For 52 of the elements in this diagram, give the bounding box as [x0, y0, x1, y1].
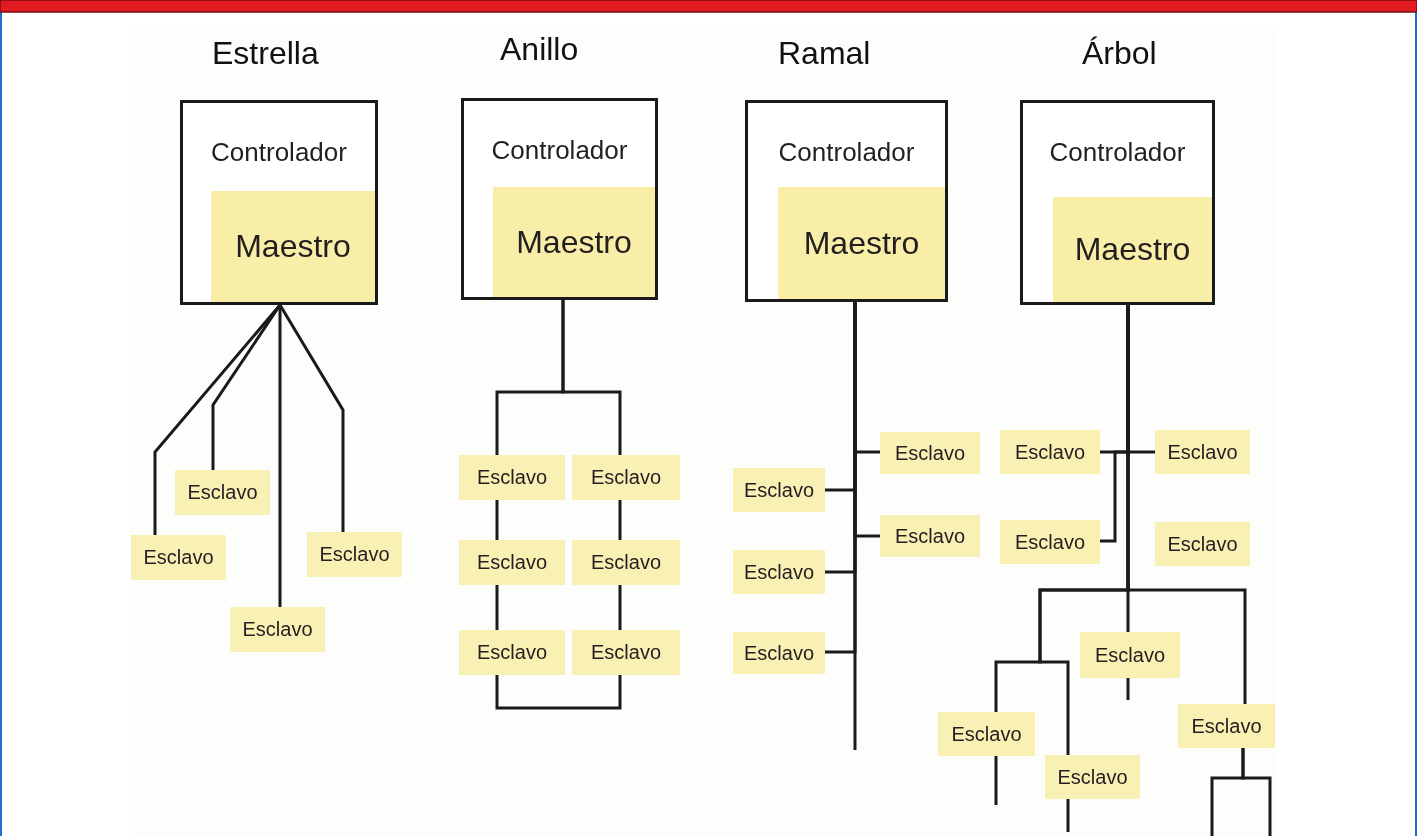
slave-label-box: Esclavo: [1000, 430, 1100, 474]
topology-heading: Estrella: [212, 35, 319, 72]
slave-label-box: Esclavo: [1178, 704, 1275, 748]
master-label-box: Maestro: [778, 187, 945, 299]
connector-line: [278, 305, 282, 607]
topology-heading: Árbol: [1082, 35, 1157, 72]
connector-line: [1066, 799, 1070, 832]
connector-line: [495, 675, 622, 710]
controller-box: [180, 100, 378, 305]
controller-label: Controlador: [1048, 137, 1187, 168]
connector-line: [1241, 748, 1272, 836]
slave-label-box: Esclavo: [1080, 632, 1180, 678]
master-label-box: Maestro: [493, 187, 655, 297]
slave-label-box: Esclavo: [459, 540, 565, 585]
slave-label-box: Esclavo: [131, 535, 226, 580]
slave-label-box: Esclavo: [459, 455, 565, 500]
master-label-box: Maestro: [211, 191, 375, 302]
topology-heading: Ramal: [778, 35, 871, 72]
slave-label-box: Esclavo: [880, 432, 980, 474]
slave-label-box: Esclavo: [1045, 755, 1140, 799]
slave-label-box: Esclavo: [880, 515, 980, 557]
slave-label-box: Esclavo: [733, 632, 825, 674]
slave-label-box: Esclavo: [733, 550, 825, 594]
slave-label-box: Esclavo: [572, 540, 680, 585]
slave-label-box: Esclavo: [572, 455, 680, 500]
controller-box: [745, 100, 948, 302]
slave-label-box: Esclavo: [175, 470, 270, 515]
connector-line: [618, 585, 622, 630]
topology-heading: Anillo: [500, 31, 579, 68]
connector-line: [561, 300, 622, 455]
slave-label-box: Esclavo: [572, 630, 680, 675]
connector-line: [153, 304, 282, 535]
connector-line: [495, 500, 499, 540]
connector-line: [994, 756, 998, 805]
slave-label-box: Esclavo: [733, 468, 825, 512]
slave-label-box: Esclavo: [459, 630, 565, 675]
connector-line: [495, 585, 499, 630]
connector-line: [853, 302, 857, 750]
master-label-box: Maestro: [1053, 197, 1212, 302]
slave-label-box: Esclavo: [1155, 522, 1250, 566]
slave-label-box: Esclavo: [938, 712, 1035, 756]
slave-label-box: Esclavo: [307, 532, 402, 577]
controller-label: Controlador: [490, 135, 629, 166]
slave-label-box: Esclavo: [1000, 520, 1100, 564]
controller-box: [1020, 100, 1215, 305]
connector-line: [618, 500, 622, 540]
controller-box: [461, 98, 658, 300]
controller-label: Controlador: [777, 137, 916, 168]
slave-label-box: Esclavo: [1155, 430, 1250, 474]
connector-line: [1126, 678, 1130, 700]
controller-label: Controlador: [210, 137, 348, 168]
slave-label-box: Esclavo: [230, 607, 325, 652]
